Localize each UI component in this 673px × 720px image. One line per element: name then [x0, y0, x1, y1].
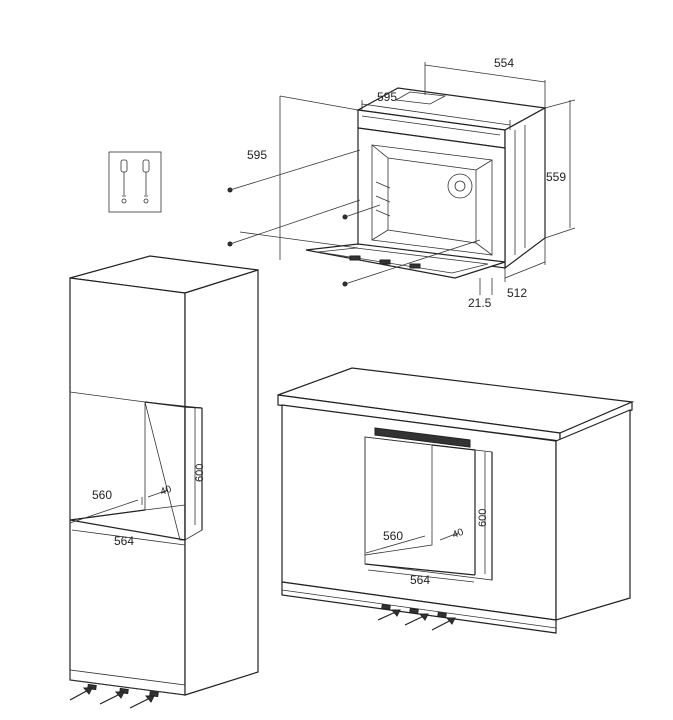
base-dim-560: 560: [383, 529, 403, 543]
base-cabinet-side: [555, 409, 631, 621]
dim-595-width: 595: [377, 90, 397, 104]
tall-dim-600: 600: [194, 464, 206, 482]
screws-inset: [108, 151, 162, 213]
fan-icon: [447, 173, 473, 199]
screw-icon: [120, 159, 128, 204]
dim-554: 554: [494, 56, 514, 70]
handle: [374, 427, 471, 448]
arrow-icon: [431, 617, 456, 631]
tall-dim-560: 560: [92, 488, 112, 502]
tall-dim-564: 564: [114, 534, 134, 548]
arrow-icon: [377, 609, 401, 621]
screw-icon: [142, 159, 150, 204]
tall-cabinet: [69, 255, 259, 698]
base-dim-564: 564: [410, 573, 430, 587]
arrow-icon: [129, 695, 155, 709]
base-dim-600: 600: [477, 509, 489, 527]
oven: [227, 87, 547, 287]
base-dim-40: 40: [451, 527, 466, 541]
oven-dimensions: [239, 62, 576, 295]
dim-595-height: 595: [247, 148, 267, 162]
tall-dim-40: 40: [159, 484, 174, 498]
arrow-icon: [69, 687, 93, 701]
airflow-arrows: [69, 609, 456, 709]
tall-cabinet-dimensions: [69, 408, 196, 546]
tall-cabinet-side: [184, 269, 259, 696]
dim-21-5: 21.5: [468, 296, 492, 310]
dim-512: 512: [507, 286, 527, 300]
arrow-icon: [404, 613, 429, 626]
arrow-icon: [99, 691, 125, 705]
base-cabinet: [277, 367, 635, 634]
base-cabinet-dimensions: [365, 452, 486, 583]
dim-559: 559: [546, 170, 566, 184]
screws-box: [108, 151, 162, 213]
